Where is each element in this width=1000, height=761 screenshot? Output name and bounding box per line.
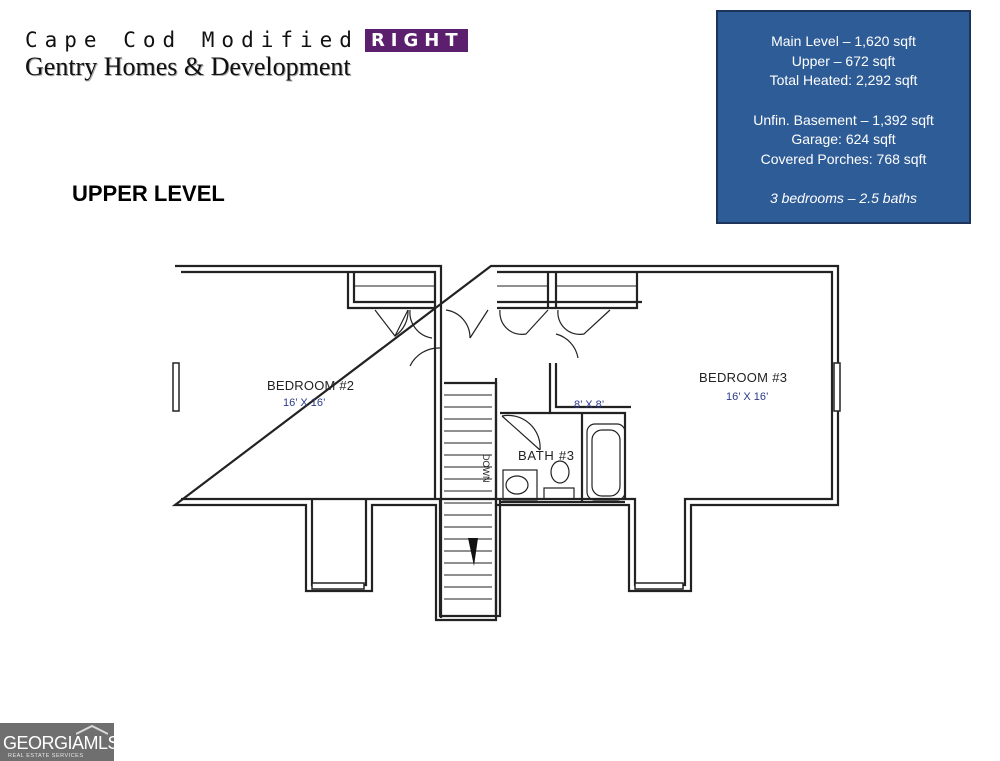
bath3-size: 8’ X 8’: [574, 399, 604, 411]
stair-label: DOWN: [481, 454, 491, 483]
stat-basement: Unfin. Basement – 1,392 sqft: [753, 111, 934, 128]
level-title: UPPER LEVEL: [72, 181, 225, 206]
title-row: Cape Cod Modified RIGHT: [25, 27, 468, 53]
orientation-tag: RIGHT: [364, 28, 468, 52]
roof-icon: [76, 725, 108, 735]
bedroom3-size: 16’ X 16’: [726, 391, 768, 403]
stat-porches: Covered Porches: 768 sqft: [760, 150, 927, 167]
bath3-name: BATH #3: [518, 448, 574, 463]
stat-main-level: Main Level – 1,620 sqft: [771, 33, 916, 49]
walls: [171, 264, 840, 622]
stat-total-heated: Total Heated: 2,292 sqft: [769, 72, 918, 88]
bedroom3-name: BEDROOM #3: [699, 370, 787, 385]
doors: [374, 309, 611, 451]
stair-arrow: [468, 538, 478, 566]
stat-upper: Upper – 672 sqft: [791, 52, 896, 69]
builder-name: Gentry Homes & Development: [25, 52, 351, 81]
bedroom2-name: BEDROOM #2: [267, 378, 354, 393]
floor-plan: DOWN BEDROOM #2 16’ X 16’ BEDROOM #3 16’…: [171, 264, 841, 622]
room-labels: BEDROOM #2 16’ X 16’ BEDROOM #3 16’ X 16…: [267, 370, 787, 463]
logo-text: GEORGIAMLS: [3, 733, 120, 753]
windows: [172, 362, 841, 590]
bath-fixtures: [502, 423, 626, 501]
stat-garage: Garage: 624 sqft: [791, 131, 896, 147]
stat-beds-baths: 3 bedrooms – 2.5 baths: [769, 190, 918, 206]
bedroom2-size: 16’ X 16’: [283, 397, 325, 409]
logo-subtext: REAL ESTATE SERVICES: [8, 753, 84, 759]
plan-name: Cape Cod Modified: [25, 28, 359, 52]
stats-box: Main Level – 1,620 sqft Upper – 672 sqft…: [716, 10, 971, 224]
stair-treads: [444, 394, 492, 600]
georgia-mls-logo: GEORGIAMLS REAL ESTATE SERVICES: [0, 723, 120, 761]
